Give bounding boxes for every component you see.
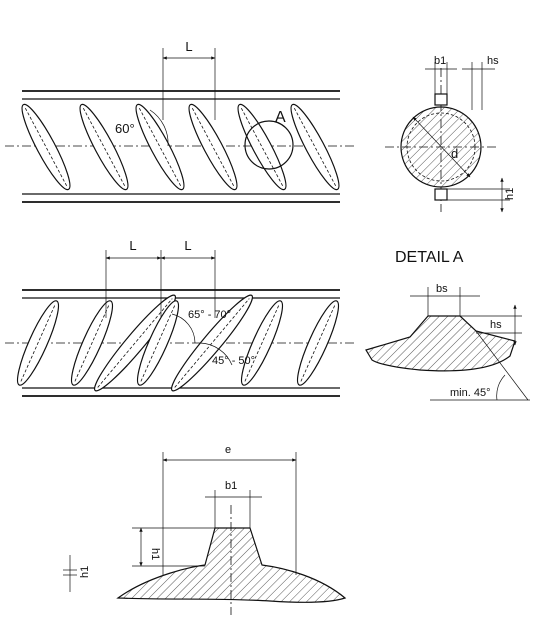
diameter-label: d xyxy=(451,146,458,161)
mid-rib-2-axis xyxy=(74,304,110,382)
detail-title: DETAIL A xyxy=(395,249,464,266)
top-rib-6 xyxy=(290,103,340,191)
top-angle-label: 60° xyxy=(115,121,135,136)
profile-rib-section xyxy=(116,527,347,603)
detail-a-marker: A xyxy=(275,109,286,126)
min-angle-arc xyxy=(496,374,506,401)
mid-angle-label-2: 45° - 50° xyxy=(212,355,255,367)
detail-a-circle xyxy=(244,120,294,170)
profile-h1-label: h1 xyxy=(149,548,161,560)
cross-section-view: d b1 hs h1 xyxy=(385,55,516,213)
h1-tick-label: h1 xyxy=(79,566,91,578)
mid-pitch-label-1: L xyxy=(129,238,136,253)
middle-bar-view: L L 65° - 70° 45° - 50° xyxy=(5,238,355,397)
h1-label: h1 xyxy=(504,188,516,200)
mid-angle-label-1: 65° - 70° xyxy=(188,309,231,321)
mid-rib-1-axis xyxy=(20,304,56,382)
top-rib-3 xyxy=(135,103,185,191)
profile-b1-label: b1 xyxy=(225,480,237,492)
mid-rib-4-axis xyxy=(140,304,176,382)
top-bar-ribs xyxy=(21,103,340,191)
diameter-dimension xyxy=(412,116,471,178)
mid-rib-7-axis xyxy=(300,304,336,382)
cross-section-rib-bottom xyxy=(434,188,448,201)
min-angle-label: min. 45° xyxy=(450,387,490,399)
b1-label: b1 xyxy=(434,55,446,67)
mid-rib-5-axis xyxy=(174,298,250,388)
mid-rib-6-axis xyxy=(244,304,280,382)
mid-angle-arc-2 xyxy=(199,342,233,366)
top-rib-1 xyxy=(21,103,71,191)
top-bar-view: L 60° A xyxy=(5,39,355,203)
detail-rib-profile xyxy=(365,315,516,372)
e-label: e xyxy=(225,444,231,456)
top-pitch-label: L xyxy=(185,39,192,54)
hs-label: hs xyxy=(487,55,499,67)
top-angle-arc xyxy=(149,109,169,147)
hs-detail-label: hs xyxy=(490,319,502,331)
mid-angle-arc-1 xyxy=(171,313,196,344)
mid-rib-3-axis xyxy=(97,298,173,388)
top-rib-2 xyxy=(79,103,129,191)
top-rib-4 xyxy=(188,103,238,191)
min-angle-line xyxy=(475,330,529,401)
detail-a-view: DETAIL A bs hs min. 45° xyxy=(365,249,530,401)
bs-label: bs xyxy=(436,283,448,295)
mid-bar-ribs xyxy=(16,294,340,392)
mid-pitch-label-2: L xyxy=(184,238,191,253)
rib-profile-view: e b1 h1 h1 xyxy=(63,444,347,615)
cross-section-rib-top xyxy=(434,93,448,106)
